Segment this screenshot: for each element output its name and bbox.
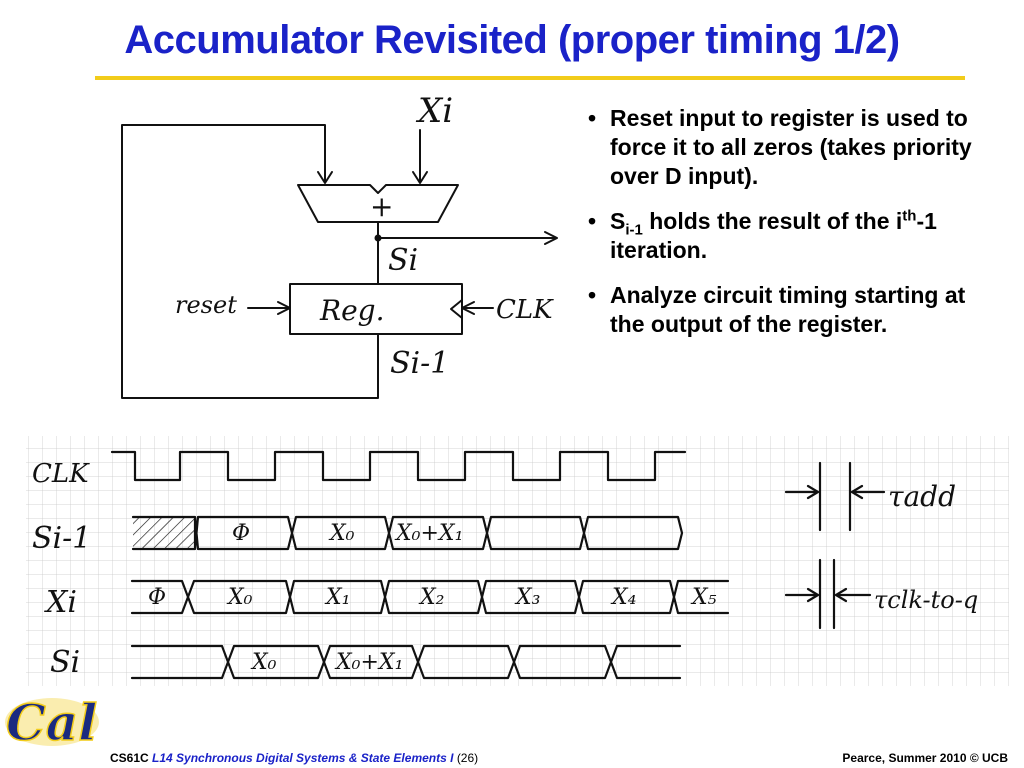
reset-label: reset [175, 291, 237, 319]
xi-bus [130, 579, 730, 615]
feedback-label: Si-1 [390, 346, 449, 381]
cal-logo-text: Cal [6, 693, 97, 752]
si-minus-1-value: X₀+X₁ [394, 521, 463, 546]
xi-value: Φ [148, 585, 166, 610]
xi-value: X₀ [226, 585, 253, 610]
bullet-si-holds: •Si-1 holds the result of the ith-1 iter… [588, 207, 937, 263]
bullet-analyze: •Analyze circuit timing starting at the … [588, 282, 966, 337]
clock-label: CLK [496, 295, 554, 325]
si-minus-1-bus [131, 515, 684, 551]
feedback-wire [121, 124, 379, 399]
bullet-superscript: th [902, 207, 917, 225]
bullet-text-pre: S [610, 208, 626, 234]
xi-value: X₃ [514, 585, 540, 610]
si-label: Si [388, 243, 418, 278]
footer-lecture: L14 Synchronous Digital Systems & State … [152, 751, 454, 765]
bullet-reset: •Reset input to register is used to forc… [588, 105, 972, 189]
bullet-list: •Reset input to register is used to forc… [588, 104, 983, 355]
xi-value: X₁ [324, 585, 350, 610]
grid-paper [26, 436, 1009, 686]
bullet-text-post: -1 iteration. [610, 208, 937, 263]
si-minus-1-undefined [133, 517, 195, 549]
adder-shape [297, 184, 459, 223]
tau-add-marker [784, 461, 886, 532]
slide-title: Accumulator Revisited (proper timing 1/2… [124, 18, 900, 62]
footer-course: CS61C [110, 751, 149, 765]
xi-value: X₂ [418, 585, 444, 610]
title-underline [95, 76, 965, 80]
adder-plus: + [370, 190, 393, 223]
si-minus-1-value: Φ [232, 521, 250, 546]
si-minus-1-row-label: Si-1 [32, 521, 91, 556]
xi-label: Xi [415, 91, 453, 131]
tau-clk-to-q-marker [784, 558, 872, 630]
footer-page: (26) [456, 751, 479, 765]
si-row-label: Si [50, 645, 80, 680]
xi-value: X₅ [690, 585, 717, 610]
register-label: Reg. [319, 294, 384, 327]
si-value: X₀+X₁ [334, 650, 403, 675]
bullet-text: Reset input to register is used to force… [610, 105, 972, 189]
footer-credit: Pearce, Summer 2010 © UCB [842, 751, 1008, 765]
bullet-subscript: i-1 [625, 221, 643, 239]
xi-value: X₄ [610, 585, 636, 610]
xi-row-label: Xi [44, 585, 77, 620]
clk-waveform [110, 450, 687, 482]
tau-add-label: τadd [888, 480, 956, 513]
si-minus-1-value: X₀ [328, 521, 355, 546]
bullet-text: Analyze circuit timing starting at the o… [610, 282, 966, 337]
tau-clk-to-q-label: τclk-to-q [874, 586, 978, 614]
clock-triangle-icon [450, 299, 463, 319]
clk-row-label: CLK [32, 459, 90, 489]
footer-left: CS61C L14 Synchronous Digital Systems & … [110, 751, 478, 765]
cal-logo: Cal [5, 692, 99, 752]
bullet-text-mid: holds the result of the i [642, 208, 903, 234]
si-bus [130, 644, 682, 680]
si-value: X₀ [250, 650, 277, 675]
